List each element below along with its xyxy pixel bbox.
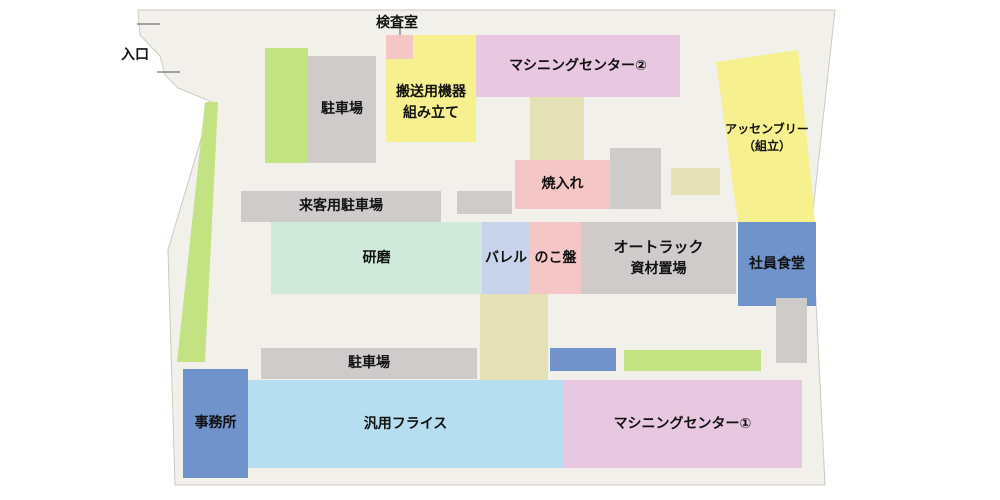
quenching-area: 焼入れ [515, 160, 610, 209]
sawing-label: のこ盤 [534, 249, 577, 266]
gray-block-small [457, 191, 512, 214]
cafeteria-label: 社員食堂 [749, 255, 805, 272]
khaki-block-south [480, 294, 548, 386]
barrel-label: バレル [485, 249, 527, 266]
machining-center-2-label: マシニングセンター② [509, 57, 647, 74]
quenching-label: 焼入れ [541, 176, 584, 193]
office-area: 事務所 [183, 369, 248, 478]
machining-center-2-area: マシニングセンター② [476, 35, 680, 97]
green-block-north [265, 48, 308, 163]
milling-area: 汎用フライス [248, 380, 563, 468]
khaki-block-east [671, 168, 720, 195]
entrance-label: 入口 [121, 47, 149, 63]
parking-area-b: 駐車場 [261, 348, 477, 379]
conveyor-assembly-area: 搬送用機器 組み立て [386, 35, 476, 142]
office-label: 事務所 [194, 415, 237, 432]
sawing-area: のこ盤 [530, 222, 581, 294]
green-strip-west [177, 102, 218, 362]
parking-b-label: 駐車場 [348, 355, 390, 372]
autorack-label-line2: 資材置場 [630, 260, 687, 277]
cafeteria-area: 社員食堂 [738, 222, 816, 306]
inspection-room-label: 検査室 [376, 15, 418, 31]
barrel-area: バレル [482, 222, 530, 294]
parking-a-label: 駐車場 [321, 101, 363, 118]
gray-block-east [776, 298, 807, 363]
assembly-area-shape [716, 50, 815, 222]
gray-block-center [610, 148, 661, 209]
autorack-label-line1: オートラック [613, 237, 704, 256]
machining-center-1-label: マシニングセンター① [613, 415, 752, 432]
assembly-area: アッセンブリー （組立） [722, 118, 812, 158]
guest-parking-label: 来客用駐車場 [299, 198, 383, 215]
assembly-label-line1: アッセンブリー [725, 121, 809, 136]
conveyor-label-line1: 搬送用機器 [396, 84, 466, 101]
blue-block-small [550, 348, 616, 371]
polishing-label: 研磨 [362, 249, 391, 266]
polishing-area: 研磨 [271, 222, 482, 294]
autorack-area: オートラック 資材置場 [581, 222, 736, 294]
machining-center-1-area: マシニングセンター① [563, 380, 802, 468]
guest-parking-area: 来客用駐車場 [241, 191, 441, 222]
khaki-block-center [530, 97, 584, 161]
conveyor-label-line2: 組み立て [403, 104, 459, 121]
inspection-room [386, 35, 413, 59]
assembly-label-line2: （組立） [742, 139, 791, 153]
milling-label: 汎用フライス [363, 415, 448, 432]
green-strip-south [624, 350, 761, 371]
parking-area-a: 駐車場 [308, 56, 376, 163]
